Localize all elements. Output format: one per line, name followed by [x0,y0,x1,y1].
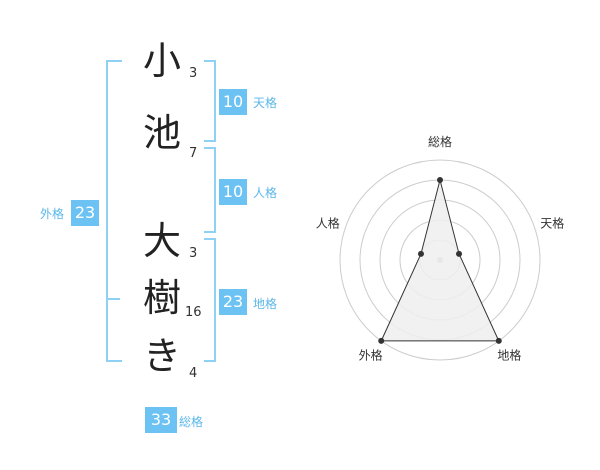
jinkaku-label: 人格 [253,186,278,200]
jinkaku-bracket [204,147,216,233]
tenkaku-label: 天格 [253,96,278,110]
gaikaku-badge: 23 [71,200,99,226]
stroke-count-5: 4 [189,366,198,381]
radar-point-4 [378,337,385,344]
stroke-count-4: 16 [185,305,202,320]
chikaku-badge: 23 [219,289,247,315]
chikaku-bracket [204,238,216,362]
gaikaku-bracket [106,60,122,362]
radar-area [380,179,500,342]
stroke-count-2: 7 [189,146,198,161]
tenkaku-bracket [204,60,216,142]
gaikaku-bracket-tick [106,298,120,300]
stroke-count-1: 3 [189,66,198,81]
jinkaku-badge: 10 [219,179,247,205]
radar-axis-label-4: 外格 [359,347,383,362]
radar-point-3 [495,337,502,344]
name-char-3: 大 [142,219,181,263]
radar-axis-label-1: 総格 [428,134,452,149]
radar-point-5 [417,250,424,257]
name-char-1: 小 [142,39,181,83]
chikaku-label: 地格 [253,297,278,311]
name-char-5: き [142,334,181,378]
radar-axis-label-3: 地格 [497,347,521,362]
radar-point-2 [456,250,463,257]
soukaku-badge: 33 [145,407,177,433]
name-char-4: 樹 [142,276,181,320]
gaikaku-label: 外格 [40,207,65,221]
radar-axis-label-5: 人格 [316,216,340,231]
radar-axis-label-2: 天格 [540,216,564,231]
radar-point-1 [437,177,443,183]
soukaku-label: 総格 [179,415,204,429]
tenkaku-badge: 10 [219,89,247,115]
stroke-count-3: 3 [189,246,198,261]
radar-ring [339,159,541,361]
name-char-2: 池 [142,111,181,155]
